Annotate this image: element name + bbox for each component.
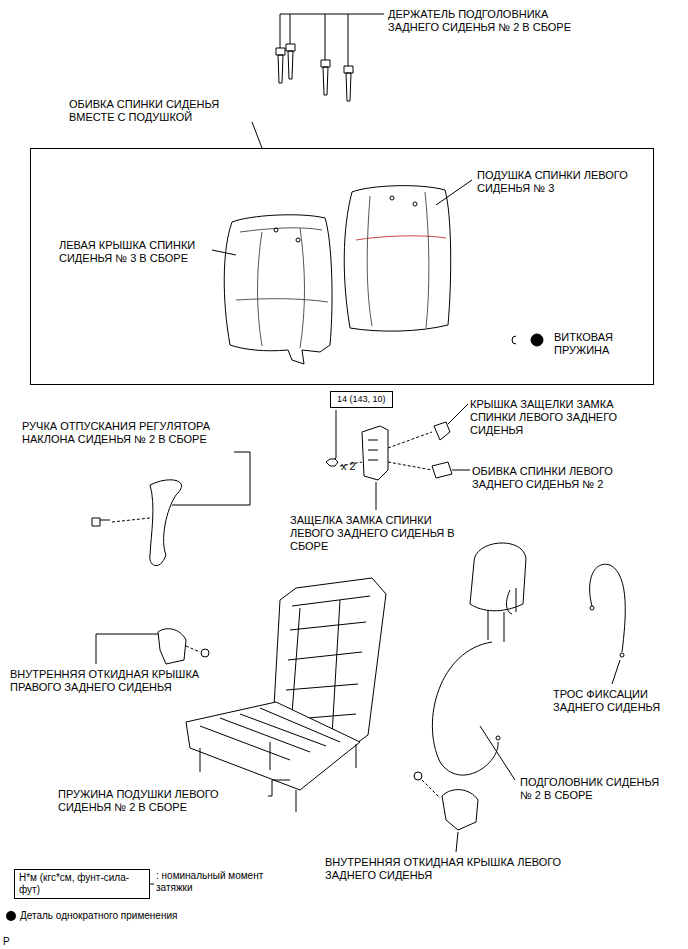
part-name: ПОДГОЛОВНИК СИДЕНЬЯ № 2 В СБОРЕ — [520, 776, 672, 802]
leader-line — [252, 122, 262, 148]
single-use-mark — [531, 334, 543, 346]
leader-line — [452, 470, 470, 471]
seat-frame — [186, 578, 386, 812]
legend-key-box: Н*м (кгс*см, фунт-сила-фут) — [14, 869, 150, 899]
box-text: Н*м (кгс*см, фунт-сила-фут) — [19, 872, 145, 896]
leader-line — [436, 180, 472, 205]
legend-text: Деталь однократного применения — [20, 910, 260, 922]
leader-line — [268, 780, 290, 796]
part-name: ВНУТРЕННЯЯ ОТКИДНАЯ КРЫШКА ЛЕВОГО ЗАДНЕГ… — [325, 856, 577, 882]
box-text: 14 (143, 10) — [337, 394, 386, 405]
headrest — [432, 543, 526, 775]
figure-code: P — [3, 936, 23, 948]
latch-assembly — [340, 422, 452, 480]
assembly-frame: ОБИВКА СПИНКИ СИДЕНЬЯ ВМЕСТЕ С ПОДУШКОЙП… — [30, 148, 654, 385]
part-group-heading: ОБИВКА СПИНКИ СИДЕНЬЯ ВМЕСТЕ С ПОДУШКОЙ — [69, 98, 237, 124]
bolt — [92, 518, 110, 526]
seatback-pad — [344, 186, 450, 331]
part-name: ЗАЩЕЛКА ЗАМКА СПИНКИ ЛЕВОГО ЗАДНЕГО СИДЕ… — [290, 514, 462, 554]
part-name: ПРУЖИНА ПОДУШКИ ЛЕВОГО СИДЕНЬЯ № 2 В СБО… — [58, 788, 238, 814]
part-name: ВИТКОВАЯ ПРУЖИНА — [554, 331, 638, 357]
torque-box: 14 (143, 10) — [330, 391, 393, 408]
leader-line — [612, 660, 620, 684]
headrest-support-bolts — [276, 14, 384, 101]
part-name: ЛЕВАЯ КРЫШКА СПИНКИ СИДЕНЬЯ № 3 В СБОРЕ — [59, 239, 211, 265]
seatback-cover — [224, 215, 332, 364]
inner-cover — [158, 629, 186, 664]
lock-cable — [590, 564, 626, 652]
part-name: КРЫШКА ЗАЩЕЛКИ ЗАМКА СПИНКИ ЛЕВОГО ЗАДНЕ… — [470, 398, 630, 438]
part-name: ДЕРЖАТЕЛЬ ПОДГОЛОВНИКА ЗАДНЕГО СИДЕНЬЯ №… — [388, 8, 600, 34]
part-name: ВНУТРЕННЯЯ ОТКИДНАЯ КРЫШКА ПРАВОГО ЗАДНЕ… — [10, 668, 212, 694]
part-name: ТРОС ФИКСАЦИИ ЗАДНЕГО СИДЕНЬЯ — [553, 688, 673, 714]
release-strap — [150, 480, 182, 566]
leader-line — [150, 884, 154, 885]
leader-line — [448, 404, 468, 424]
quantity-note: x 2 — [341, 460, 371, 473]
bolt — [414, 772, 422, 780]
part-name: ПОДУШКА СПИНКИ ЛЕВОГО СИДЕНЬЯ № 3 — [477, 169, 647, 195]
coil-spring — [512, 336, 516, 344]
part-name: РУЧКА ОТПУСКАНИЯ РЕГУЛЯТОРА НАКЛОНА СИДЕ… — [22, 420, 230, 446]
part-name: ОБИВКА СПИНКИ ЛЕВОГО ЗАДНЕГО СИДЕНЬЯ № 2 — [472, 465, 644, 491]
leader-line — [96, 634, 158, 664]
leader-line — [330, 410, 336, 462]
nut — [326, 459, 338, 466]
leader-line — [480, 726, 515, 780]
legend-symbol — [5, 910, 17, 922]
inner-cover — [442, 790, 478, 830]
leader-line — [172, 452, 250, 505]
legend-text: : номинальный момент затяжки — [156, 870, 286, 894]
leader-line — [376, 482, 377, 510]
leader-line — [212, 250, 236, 255]
leader-line — [456, 832, 458, 852]
